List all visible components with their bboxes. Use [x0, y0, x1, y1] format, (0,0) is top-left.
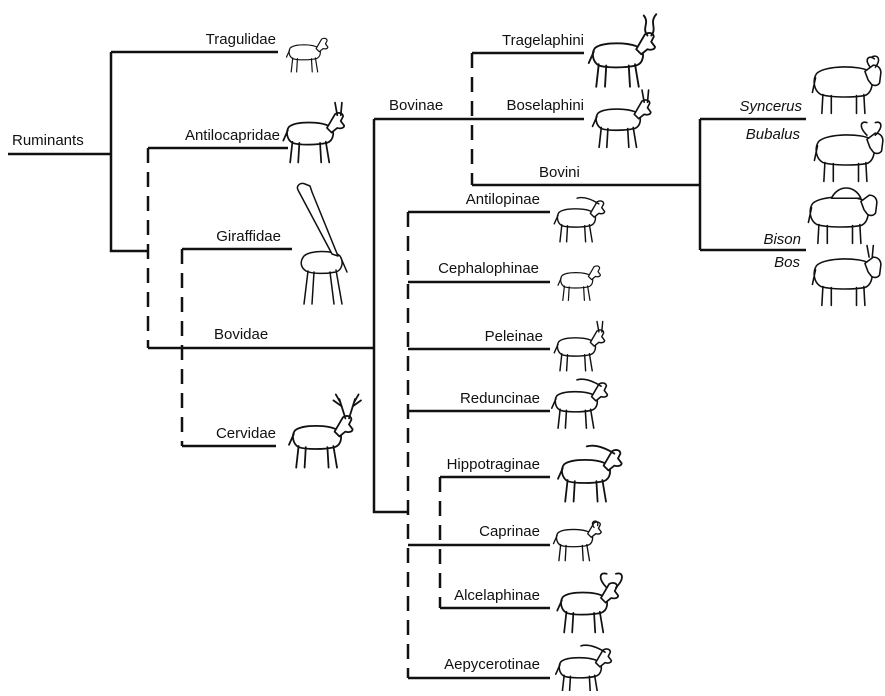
label-cervidae: Cervidae	[216, 425, 276, 442]
label-tragulidae: Tragulidae	[206, 31, 276, 48]
label-syncerus: Syncerus	[739, 98, 802, 115]
label-reduncinae: Reduncinae	[460, 390, 540, 407]
bison-icon	[807, 187, 878, 245]
label-bovini: Bovini	[539, 164, 580, 181]
gazelle-icon	[553, 196, 606, 243]
sheep-icon	[552, 520, 602, 562]
label-caprinae: Caprinae	[479, 523, 540, 540]
sable-icon	[557, 444, 623, 503]
tree-branches	[8, 50, 806, 680]
label-hippotraginae: Hippotraginae	[447, 456, 540, 473]
taxon-labels: Ruminants Tragulidae Antilocapridae Gira…	[12, 31, 802, 673]
reedbuck-icon	[550, 378, 609, 429]
label-boselaphini: Boselaphini	[506, 97, 584, 114]
label-cephalophinae: Cephalophinae	[438, 260, 539, 277]
label-alcelaphinae: Alcelaphinae	[454, 587, 540, 604]
giraffe-icon	[296, 182, 348, 305]
label-tragelaphini: Tragelaphini	[502, 32, 584, 49]
water-buffalo-icon	[813, 121, 884, 183]
label-ruminants: Ruminants	[12, 132, 84, 149]
animal-icons	[282, 13, 884, 695]
label-bison: Bison	[763, 231, 801, 248]
nilgai-icon	[591, 89, 652, 149]
label-bos: Bos	[774, 254, 800, 271]
label-antilocapridae: Antilocapridae	[185, 127, 280, 144]
label-antilopinae: Antilopinae	[466, 191, 540, 208]
deer-icon	[288, 393, 362, 469]
impala-icon	[554, 644, 613, 695]
chevrotain-icon	[285, 37, 329, 73]
buffalo-icon	[811, 55, 882, 115]
wildebeest-icon	[556, 572, 623, 634]
bushbuck-icon	[587, 13, 658, 88]
label-bovidae: Bovidae	[214, 326, 268, 343]
label-bovinae: Bovinae	[389, 97, 443, 114]
branch-bovidae-stem	[372, 119, 408, 514]
branch-ruminants-stem	[109, 52, 148, 253]
pronghorn-icon	[282, 101, 346, 164]
label-bubalus: Bubalus	[746, 126, 801, 143]
cattle-icon	[811, 244, 882, 307]
label-aepycerotinae: Aepycerotinae	[444, 656, 540, 673]
label-giraffidae: Giraffidae	[216, 228, 281, 245]
label-peleinae: Peleinae	[485, 328, 543, 345]
rhebok-icon	[553, 320, 606, 372]
duiker-icon	[557, 265, 602, 301]
